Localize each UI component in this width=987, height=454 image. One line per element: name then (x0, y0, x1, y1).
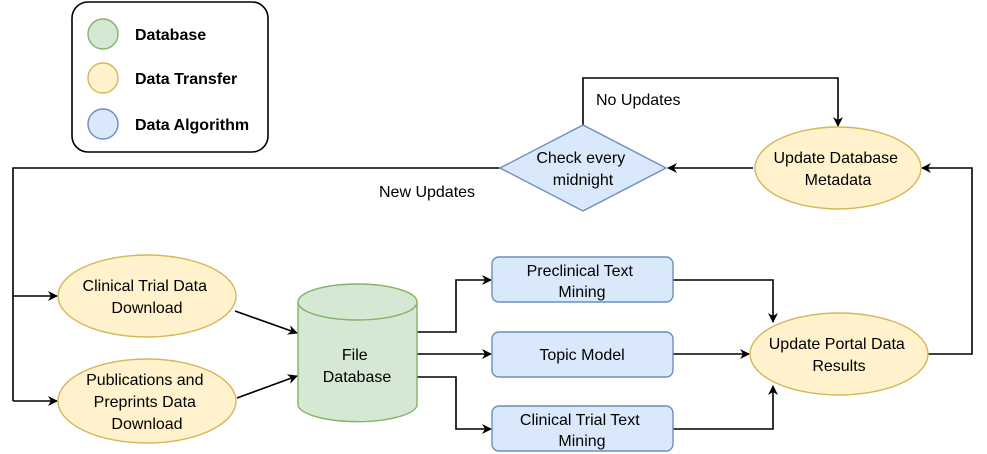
file-database-body (297, 302, 418, 423)
preclinical-box (491, 256, 674, 303)
legend-data-transfer-label: Data Transfer (135, 71, 237, 88)
edge-no-updates (582, 77, 843, 127)
edge-db-to-clinical-mining (417, 376, 492, 434)
legend: Database Data Transfer Data Algorithm (71, 1, 269, 153)
node-preclinical-text-mining: Preclinical Text Mining (491, 256, 674, 303)
update-db-metadata-ellipse (754, 126, 922, 210)
node-clinical-trial-download: Clinical Trial Data Download (57, 254, 237, 338)
clinical-mining-label: Clinical Trial Text Mining (520, 412, 644, 450)
edge-db-to-preclinical (417, 275, 492, 333)
node-topic-model: Topic Model (491, 331, 674, 378)
node-update-database-metadata: Update Database Metadata (754, 126, 922, 210)
legend-database-swatch (87, 18, 119, 50)
file-database-label: File Database (323, 347, 392, 386)
legend-data-transfer-swatch (87, 62, 119, 94)
edge-publications-to-db (236, 374, 298, 399)
publications-download-label: Publications and Preprints Data Download (86, 372, 208, 433)
legend-data-algorithm-swatch (87, 108, 119, 140)
preclinical-label: Preclinical Text Mining (527, 263, 638, 301)
publications-download-ellipse (57, 358, 237, 444)
check-midnight-label: Check every midnight (536, 150, 629, 189)
clinical-mining-box (491, 405, 674, 452)
legend-box (71, 1, 269, 153)
edge-new-updates (12, 167, 500, 401)
check-midnight-diamond (498, 124, 668, 212)
legend-database-label: Database (135, 27, 206, 44)
clinical-download-label: Clinical Trial Data Download (83, 278, 212, 317)
node-clinical-trial-text-mining: Clinical Trial Text Mining (491, 405, 674, 452)
update-portal-label: Update Portal Data Results (769, 336, 910, 375)
node-file-database: File Database (297, 283, 418, 423)
node-check-every-midnight: Check every midnight (498, 124, 668, 212)
update-portal-ellipse (749, 312, 929, 396)
clinical-download-ellipse (57, 254, 237, 338)
topic-model-label: Topic Model (539, 347, 624, 364)
file-database-top (297, 283, 418, 321)
edge-portal-to-metadata (921, 163, 973, 355)
legend-data-algorithm-label: Data Algorithm (135, 117, 249, 134)
label-no-updates: No Updates (596, 92, 681, 109)
node-update-portal-results: Update Portal Data Results (749, 312, 929, 396)
topic-model-box (491, 331, 674, 378)
edge-preclinical-to-portal (673, 279, 778, 323)
edge-clinical-to-db (234, 310, 298, 335)
edges (12, 77, 973, 434)
label-new-updates: New Updates (379, 184, 475, 201)
update-db-metadata-label: Update Database Metadata (774, 150, 903, 189)
edge-clinical-mining-to-portal (673, 385, 778, 430)
node-publications-download: Publications and Preprints Data Download (57, 358, 237, 444)
